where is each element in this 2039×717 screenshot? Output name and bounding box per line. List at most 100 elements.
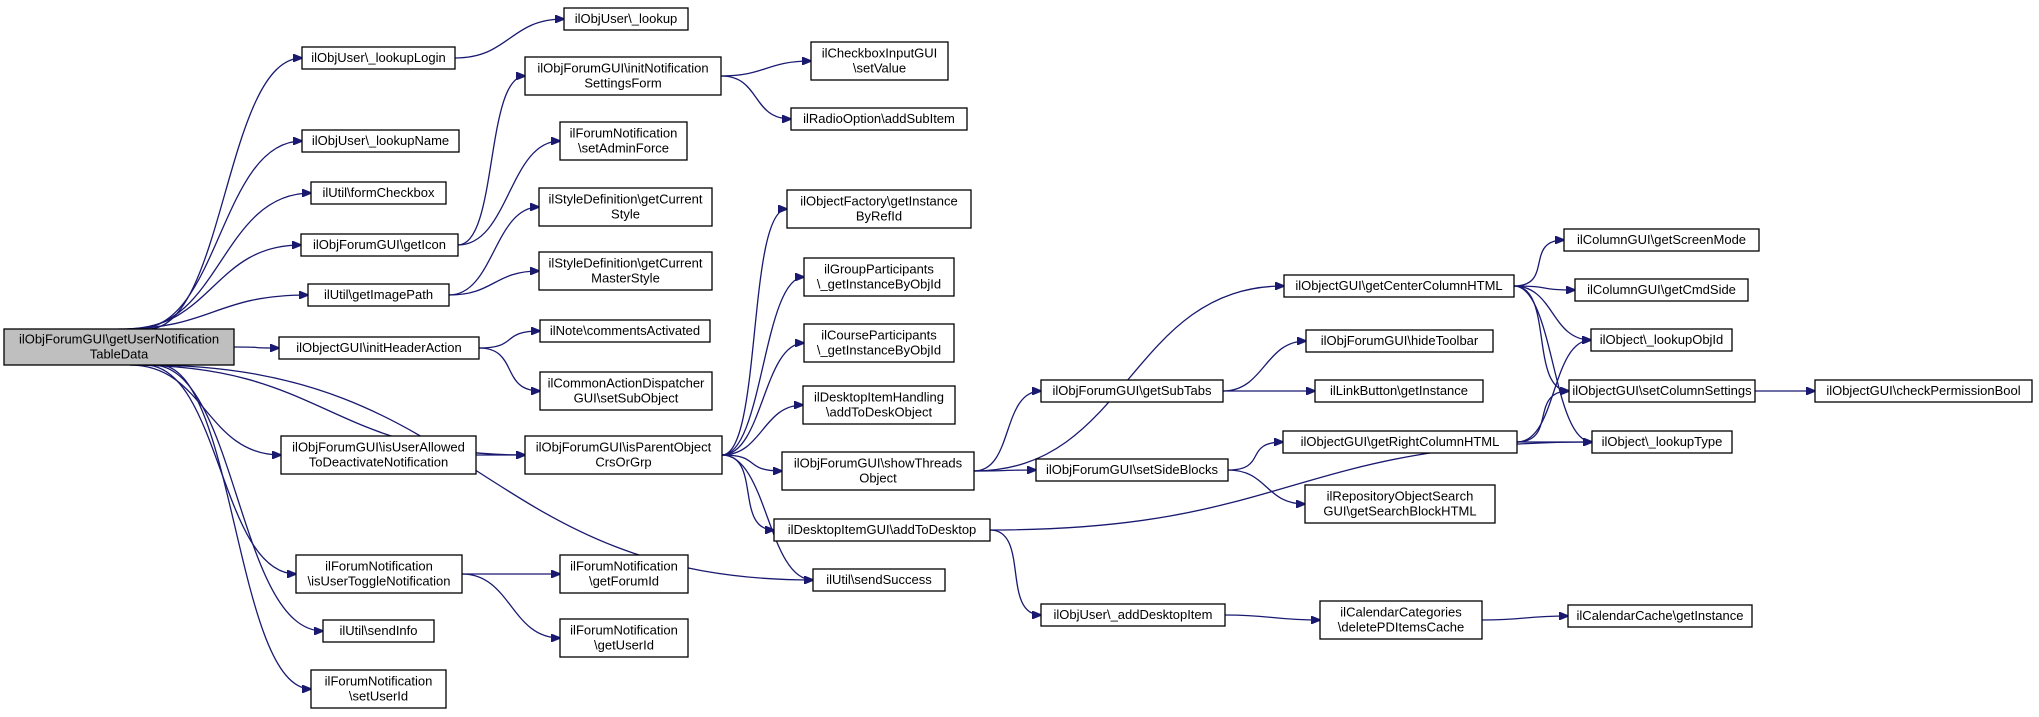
node-addToDeskObject[interactable]: ilDesktopItemHandling\addToDeskObject	[802, 385, 956, 425]
node-getImagePath[interactable]: ilUtil\getImagePath	[307, 283, 450, 307]
node-box	[790, 107, 968, 131]
edge-arrow	[137, 141, 303, 330]
node-label: CrsOrGrp	[595, 455, 651, 470]
node-root[interactable]: ilObjForumGUI\getUserNotificationTableDa…	[3, 328, 235, 366]
node-label: ilUtil\sendInfo	[339, 623, 417, 638]
edge-getRightColumnHTML-to-lookupObjId	[1516, 340, 1591, 443]
node-getIcon[interactable]: ilObjForumGUI\getIcon	[300, 233, 459, 257]
node-setSideBlocks[interactable]: ilObjForumGUI\setSideBlocks	[1035, 458, 1229, 482]
node-box	[1304, 484, 1496, 524]
edge-isParentObject-to-groupParticipants	[721, 277, 804, 456]
node-box	[803, 323, 955, 363]
node-label: ilLinkButton\getInstance	[1330, 383, 1468, 398]
edge-arrow	[1224, 614, 1320, 620]
node-box	[524, 56, 722, 96]
node-getScreenMode[interactable]: ilColumnGUI\getScreenMode	[1563, 228, 1760, 252]
node-checkPermissionBool[interactable]: ilObjectGUI\checkPermissionBool	[1814, 379, 2033, 403]
node-isUserAllowed[interactable]: ilObjForumGUI\isUserAllowedToDeactivateN…	[280, 435, 477, 475]
edge-addToDesktop-to-addDesktopItem	[989, 529, 1041, 615]
node-sendInfo[interactable]: ilUtil\sendInfo	[322, 619, 435, 643]
node-groupParticipants[interactable]: ilGroupParticipants\_getInstanceByObjId	[803, 257, 955, 297]
node-box	[1590, 328, 1733, 352]
node-initNotif[interactable]: ilObjForumGUI\initNotificationSettingsFo…	[524, 56, 722, 96]
edge-showThreads-to-getSubTabs	[973, 391, 1041, 472]
node-isUserToggle[interactable]: ilForumNotification\isUserToggleNotifica…	[295, 554, 463, 594]
node-label: ilDesktopItemHandling	[814, 390, 944, 405]
node-label: Style	[611, 207, 640, 222]
node-label: ilStyleDefinition\getCurrent	[549, 192, 703, 207]
node-label: ilObjUser\_lookupName	[312, 133, 449, 148]
node-label: ilCalendarCache\getInstance	[1577, 608, 1744, 623]
node-addDesktopItem[interactable]: ilObjUser\_addDesktopItem	[1040, 603, 1226, 627]
edge-arrow	[147, 58, 302, 330]
node-getSubTabs[interactable]: ilObjForumGUI\getSubTabs	[1040, 379, 1224, 403]
node-box	[1814, 379, 2033, 403]
node-sendSuccess[interactable]: ilUtil\sendSuccess	[812, 568, 946, 592]
node-label: ilUtil\sendSuccess	[826, 572, 932, 587]
edge-root-to-setUserId	[158, 364, 311, 689]
edge-deletePDItemsCache-to-calendarCacheGetInstance	[1481, 616, 1568, 621]
node-lookupLogin[interactable]: ilObjUser\_lookupLogin	[301, 46, 456, 70]
edge-arrow	[973, 391, 1041, 472]
node-label: ilRepositoryObjectSearch	[1327, 489, 1474, 504]
edge-arrow	[233, 347, 279, 348]
node-courseParticipants[interactable]: ilCourseParticipants\_getInstanceByObjId	[803, 323, 955, 363]
edge-getCenterColumnHTML-to-getCmdSide	[1513, 285, 1575, 290]
edge-arrow	[720, 61, 811, 77]
node-addToDesktop[interactable]: ilDesktopItemGUI\addToDesktop	[773, 518, 991, 542]
node-lookupType[interactable]: ilObject\_lookupType	[1591, 430, 1733, 454]
edge-arrow	[973, 470, 1036, 471]
node-setValue[interactable]: ilCheckboxInputGUI\setValue	[810, 41, 949, 81]
node-addSubItem[interactable]: ilRadioOption\addSubItem	[790, 107, 968, 131]
node-setUserId[interactable]: ilForumNotification\setUserId	[310, 669, 447, 709]
node-box	[295, 554, 463, 594]
edge-arrow	[1481, 616, 1568, 621]
edge-arrow	[721, 405, 803, 456]
node-label: ilObjForumGUI\initNotification	[537, 61, 708, 76]
node-formCheckbox[interactable]: ilUtil\formCheckbox	[310, 181, 447, 205]
node-box	[301, 46, 456, 70]
node-label: Object	[859, 471, 897, 486]
node-getCmdSide[interactable]: ilColumnGUI\getCmdSide	[1574, 278, 1749, 302]
node-getUserId[interactable]: ilForumNotification\getUserId	[559, 618, 689, 658]
node-box	[278, 336, 480, 360]
node-getRightColumnHTML[interactable]: ilObjectGUI\getRightColumnHTML	[1282, 430, 1518, 454]
node-label: \setUserId	[349, 689, 408, 704]
edge-arrow	[1516, 340, 1591, 443]
edge-arrow	[989, 529, 1041, 615]
edge-getRightColumnHTML-to-setColumnSettings	[1516, 391, 1569, 443]
node-label: \addToDeskObject	[826, 405, 933, 420]
node-box	[524, 435, 723, 475]
node-getForumId[interactable]: ilForumNotification\getForumId	[559, 554, 689, 594]
edge-getCenterColumnHTML-to-lookupType	[1513, 285, 1592, 442]
node-label: ilObjForumGUI\isParentObject	[536, 440, 712, 455]
node-lookupName[interactable]: ilObjUser\_lookupName	[301, 129, 460, 153]
node-lookup[interactable]: ilObjUser\_lookup	[563, 7, 689, 31]
node-setColumnSettings[interactable]: ilObjectGUI\setColumnSettings	[1568, 379, 1756, 403]
edge-arrow	[721, 277, 804, 456]
node-calendarCacheGetInstance[interactable]: ilCalendarCache\getInstance	[1567, 604, 1753, 628]
node-label: ByRefId	[856, 209, 902, 224]
node-hideToolbar[interactable]: ilObjForumGUI\hideToolbar	[1305, 329, 1494, 353]
node-box	[1040, 603, 1226, 627]
node-initHeaderAction[interactable]: ilObjectGUI\initHeaderAction	[278, 336, 480, 360]
node-commentsActivated[interactable]: ilNote\commentsActivated	[539, 319, 711, 343]
node-linkButtonGetInstance[interactable]: ilLinkButton\getInstance	[1314, 379, 1484, 403]
node-getSearchBlockHTML[interactable]: ilRepositoryObjectSearchGUI\getSearchBlo…	[1304, 484, 1496, 524]
edge-arrow	[720, 75, 791, 119]
node-box	[1568, 379, 1756, 403]
node-lookupObjId[interactable]: ilObject\_lookupObjId	[1590, 328, 1733, 352]
node-box	[810, 41, 949, 81]
edge-showThreads-to-setSideBlocks	[973, 470, 1036, 471]
node-getCenterColumnHTML[interactable]: ilObjectGUI\getCenterColumnHTML	[1283, 274, 1515, 298]
node-label: \deletePDItemsCache	[1338, 620, 1464, 635]
node-deletePDItemsCache[interactable]: ilCalendarCategories\deletePDItemsCache	[1319, 600, 1483, 640]
node-setAdminForce[interactable]: ilForumNotification\setAdminForce	[559, 121, 688, 161]
